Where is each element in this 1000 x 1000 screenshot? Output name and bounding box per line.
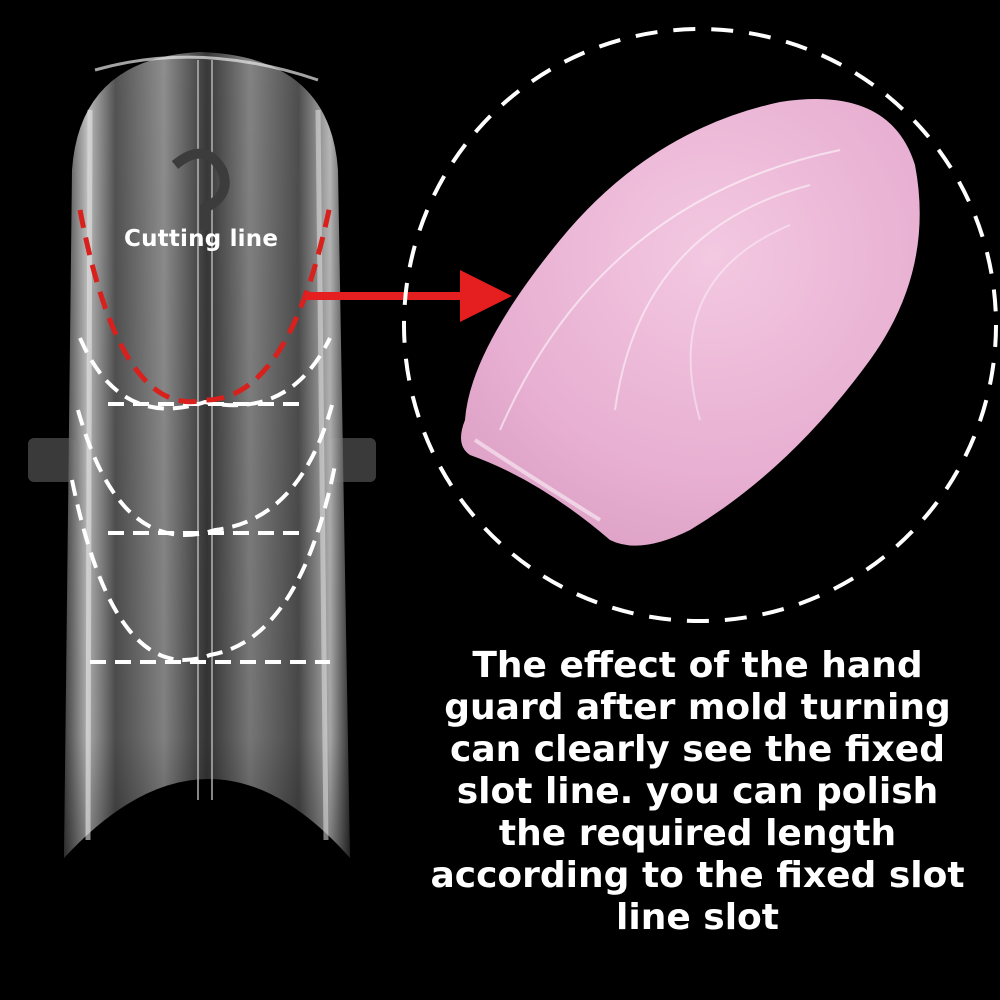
caption-text: The effect of the hand guard after mold …	[430, 645, 965, 938]
nail-tip-image	[461, 99, 920, 546]
nail-mold	[64, 52, 350, 858]
zoom-circle	[402, 27, 998, 623]
cutting-line-label: Cutting line	[124, 226, 279, 252]
cutting-line-curve	[77, 204, 333, 405]
mold-side-knob-left	[28, 438, 76, 482]
arrow-icon	[305, 270, 512, 322]
slot-lines	[70, 337, 337, 664]
